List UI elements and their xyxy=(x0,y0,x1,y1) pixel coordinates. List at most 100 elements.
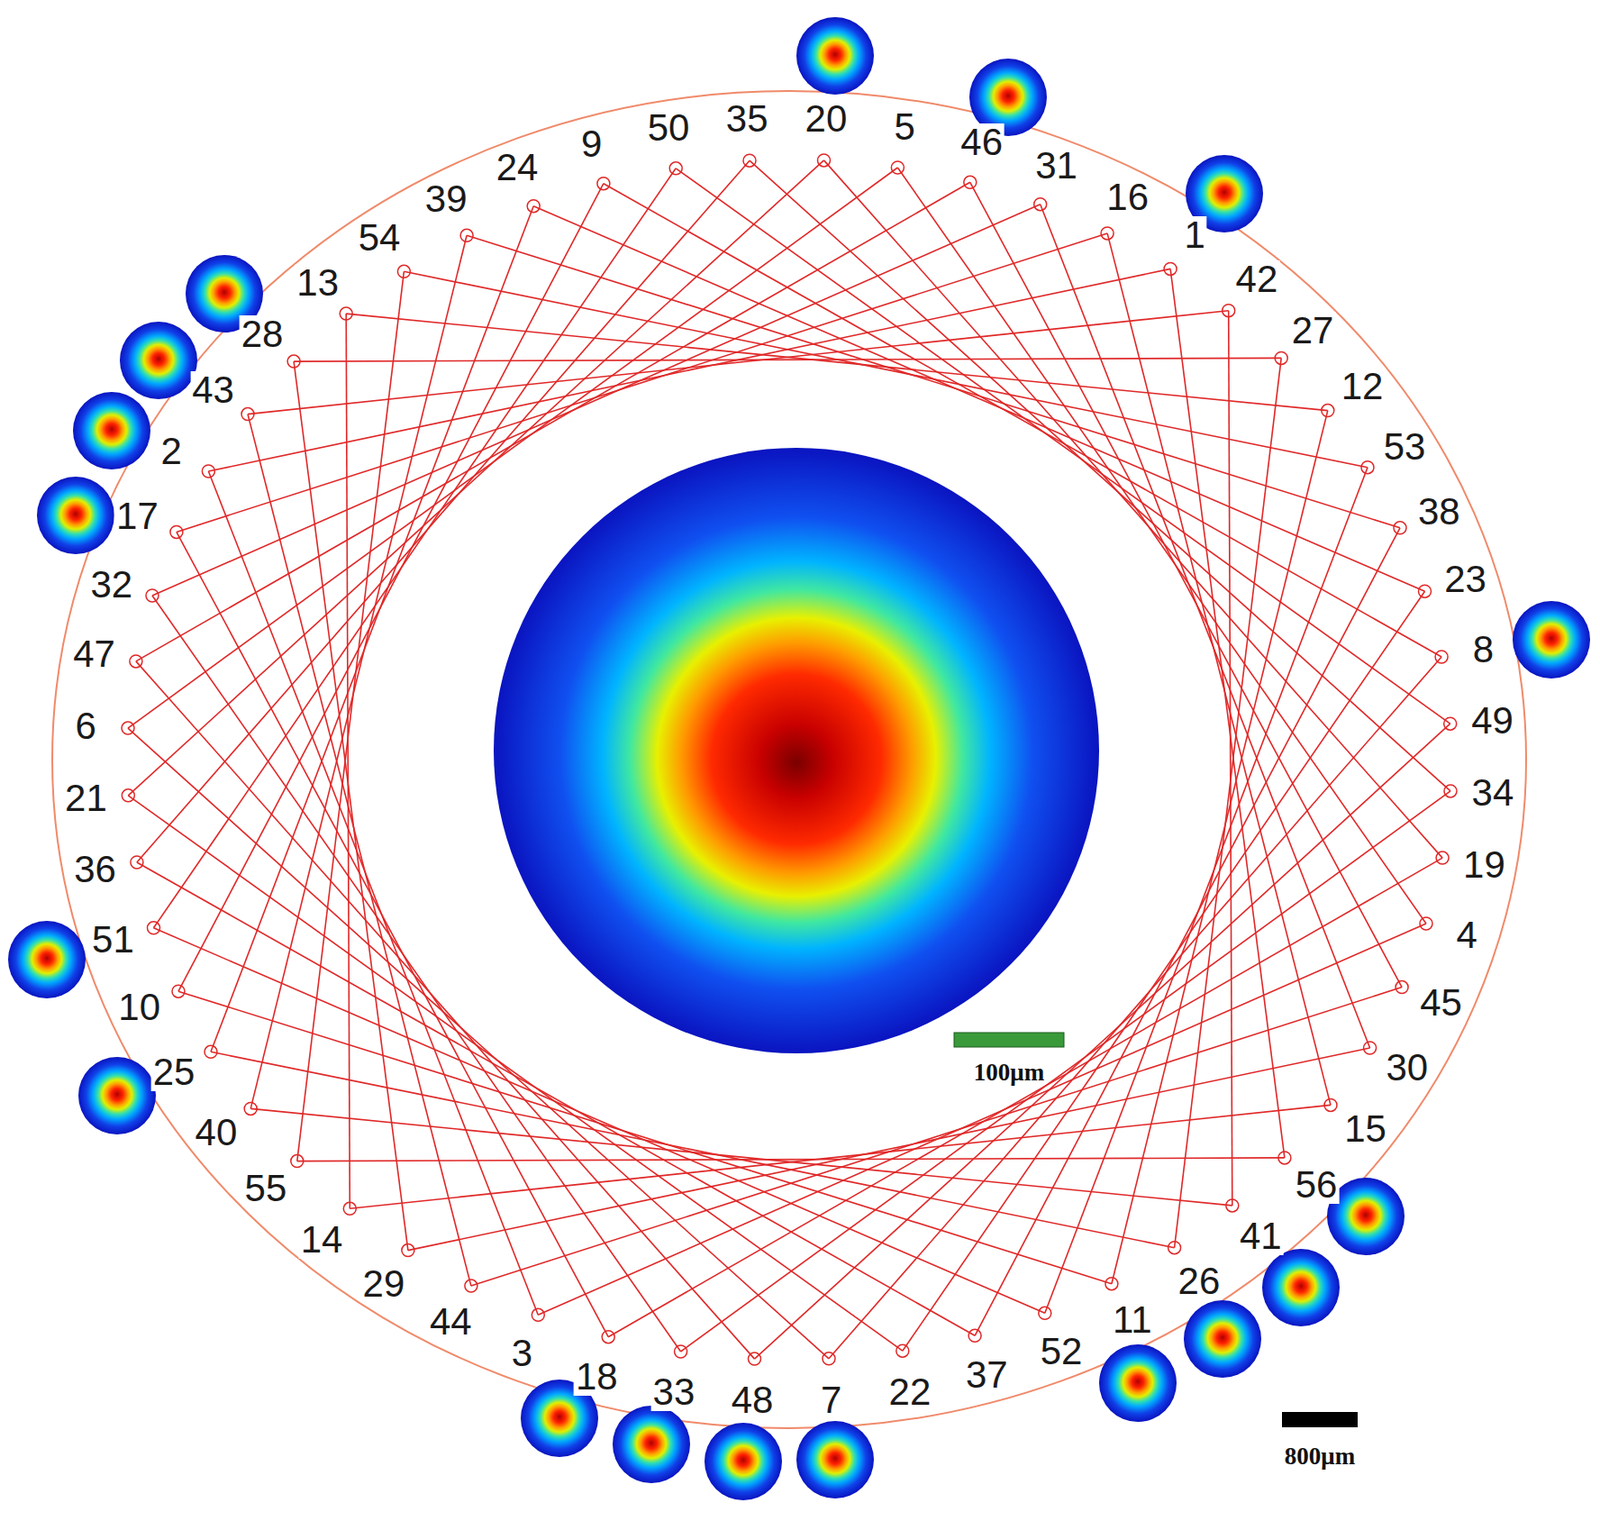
spot-marker xyxy=(963,175,977,189)
callout-number: 24 xyxy=(494,148,541,187)
spot-marker xyxy=(130,855,144,869)
callout-number: 49 xyxy=(1469,701,1516,740)
callout-number: 11 xyxy=(1110,1300,1155,1339)
spot-marker xyxy=(343,1201,356,1215)
trajectory-line xyxy=(345,313,350,1209)
callout-number: 32 xyxy=(88,565,135,604)
beam-profile-inset xyxy=(1183,1300,1262,1378)
spot-marker xyxy=(147,921,161,935)
beam-profile-inset xyxy=(119,321,198,400)
callout-number: 36 xyxy=(72,850,119,889)
spot-marker xyxy=(241,408,255,421)
callout-number: 18 xyxy=(573,1357,620,1396)
beam-profile-inset xyxy=(612,1405,691,1483)
beam-profile-inset xyxy=(796,1420,874,1499)
callout-number: 33 xyxy=(651,1372,698,1411)
trajectory-line xyxy=(208,471,538,1315)
spot-marker xyxy=(244,1101,257,1115)
spot-marker xyxy=(748,1352,762,1365)
trajectory-line xyxy=(176,233,1108,533)
spot-marker xyxy=(401,1244,415,1257)
spot-marker xyxy=(1222,304,1236,318)
trajectory-line xyxy=(1040,204,1371,1048)
spot-marker xyxy=(743,154,756,167)
callout-number: 9 xyxy=(579,125,604,164)
spot-marker xyxy=(1435,650,1448,664)
callout-number: 41 xyxy=(1237,1217,1284,1255)
spot-marker xyxy=(145,589,159,602)
callout-number: 50 xyxy=(645,109,692,147)
star-trajectory xyxy=(127,160,1451,1359)
spot-marker xyxy=(527,200,540,213)
callout-number: 31 xyxy=(1033,146,1080,185)
trajectory-line xyxy=(1045,467,1368,1314)
spot-marker xyxy=(1418,584,1432,598)
trajectory-line xyxy=(1107,233,1331,1106)
trajectory-line xyxy=(1170,268,1285,1158)
callout-number: 25 xyxy=(151,1053,198,1091)
callout-number: 20 xyxy=(803,100,850,138)
spot-marker xyxy=(201,464,215,478)
callout-number: 8 xyxy=(1471,630,1496,669)
trajectory-line xyxy=(208,268,1171,472)
callout-number: 55 xyxy=(243,1169,290,1208)
trajectory-line xyxy=(403,271,1368,467)
callout-number: 51 xyxy=(90,920,137,959)
trajectory-line xyxy=(293,357,1282,362)
trajectory-line xyxy=(349,1104,1331,1209)
spot-marker xyxy=(397,264,410,278)
spot-marker xyxy=(129,654,143,668)
callout-number: 13 xyxy=(294,263,341,302)
trajectory-line xyxy=(1228,310,1233,1206)
trajectory-line xyxy=(293,361,409,1251)
trajectory-line xyxy=(408,1047,1371,1251)
spot-marker xyxy=(339,307,353,320)
spot-marker xyxy=(968,1328,982,1342)
spot-marker xyxy=(1278,1151,1291,1164)
spot-marker xyxy=(669,162,682,175)
spot-marker xyxy=(1163,262,1177,275)
callout-number: 3 xyxy=(509,1334,535,1373)
trajectory-line xyxy=(210,1051,1175,1247)
beam-profile-inset xyxy=(704,1422,782,1500)
spot-marker xyxy=(290,1154,304,1168)
callout-number: 4 xyxy=(1454,916,1480,955)
callout-number: 10 xyxy=(116,988,163,1027)
spot-marker xyxy=(1393,521,1407,535)
callout-number: 2 xyxy=(159,432,184,471)
spot-marker xyxy=(1444,784,1457,798)
callout-number: 17 xyxy=(114,497,161,536)
trajectory-line xyxy=(345,313,1328,411)
callout-number: 14 xyxy=(299,1220,346,1259)
beam-profile-insets xyxy=(8,17,1591,1500)
spot-marker xyxy=(531,1308,545,1321)
beam-profile-inset xyxy=(1099,1344,1177,1422)
spot-marker xyxy=(1436,851,1449,864)
spot-marker xyxy=(172,984,185,998)
trajectory-line xyxy=(247,310,1229,415)
spot-marker xyxy=(1395,981,1409,994)
beam-profile-inset xyxy=(1262,1248,1340,1327)
callout-number: 40 xyxy=(193,1113,240,1152)
callout-number: 56 xyxy=(1293,1165,1340,1204)
callout-number: 19 xyxy=(1461,845,1508,884)
trajectory-line xyxy=(297,1157,1285,1162)
spot-marker xyxy=(1034,198,1047,211)
callout-number: 29 xyxy=(361,1264,408,1303)
spot-marker xyxy=(1168,1241,1182,1255)
callout-number: 28 xyxy=(239,315,286,354)
spot-marker xyxy=(674,1345,688,1358)
spot-marker xyxy=(597,177,610,191)
trajectory-line xyxy=(247,414,472,1287)
spot-marker xyxy=(601,1330,615,1344)
callout-number: 38 xyxy=(1416,492,1463,531)
callout-number: 16 xyxy=(1104,178,1151,217)
trajectory-line xyxy=(178,990,1112,1284)
callout-number: 42 xyxy=(1234,260,1281,299)
spot-marker xyxy=(1363,1041,1377,1055)
callout-number: 23 xyxy=(1442,560,1489,599)
scale-bar-black xyxy=(1281,1411,1358,1428)
callout-number: 39 xyxy=(423,180,470,219)
callout-number: 35 xyxy=(724,100,771,138)
